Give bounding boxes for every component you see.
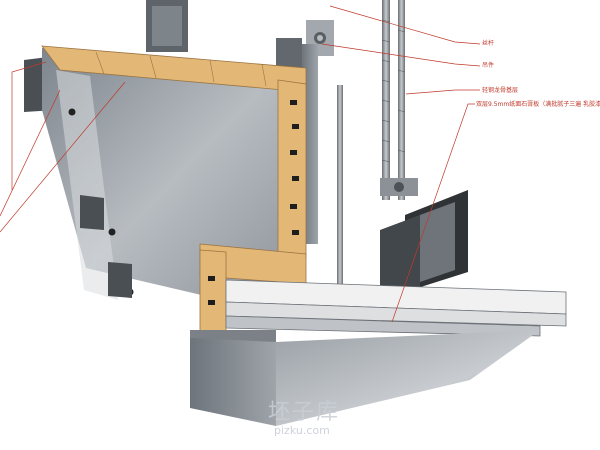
ceiling-panel (190, 330, 540, 426)
main-keel (380, 178, 468, 298)
annotation-leaders (0, 5, 481, 323)
label-keel: 轻钢龙骨基层 (482, 87, 519, 94)
wood-frame (41, 45, 307, 345)
gypsum-board-layers (225, 279, 567, 337)
watermark-logo: 坯子库 (268, 400, 341, 425)
label-hanger: 吊件 (482, 62, 495, 69)
threaded-rods (337, 0, 406, 285)
label-board: 双层9.5mm纸面石膏板（满批腻子三遍 乳胶漆 (476, 101, 600, 108)
label-rod: 丝杆 (482, 40, 495, 47)
watermark-url: pizku.com (274, 424, 330, 437)
